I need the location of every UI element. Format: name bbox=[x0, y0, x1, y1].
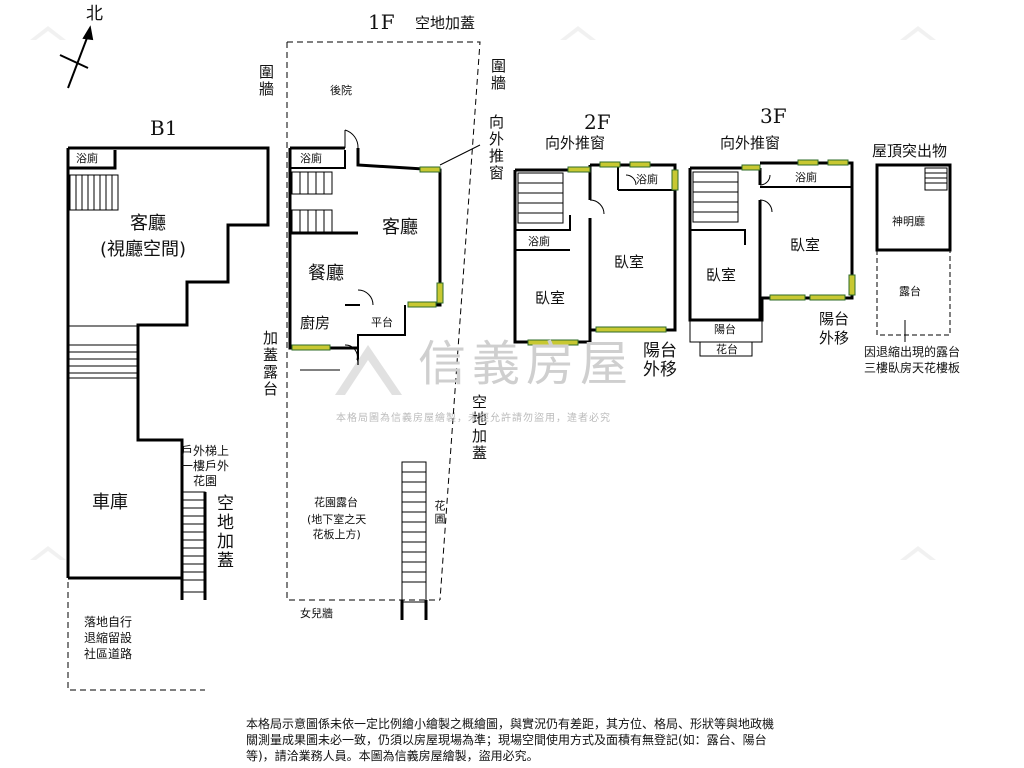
f3-balcony-note: 陽台外移 bbox=[818, 310, 849, 347]
watermark-pattern bbox=[30, 26, 936, 560]
f2-push-window: 向外推窗 bbox=[545, 134, 606, 152]
b1-road-note: 落地自行 退縮留設 社區道路 bbox=[84, 614, 132, 662]
f1-covered-terrace: 加蓋露台 bbox=[261, 330, 279, 398]
watermark-notice: 本格局圖為信義房屋繪製，未經允許請勿盜用，違者必究 bbox=[336, 413, 611, 424]
f1-right-addition: 空地加蓋 bbox=[470, 394, 488, 462]
f1-dining: 餐廳 bbox=[308, 263, 344, 284]
b1-living: 客廳 bbox=[130, 213, 166, 234]
f2-bedroom2: 臥室 bbox=[614, 253, 645, 271]
roof-note-line: 三樓臥房天花樓板 bbox=[864, 361, 961, 375]
b1-bath: 浴廁 bbox=[76, 152, 98, 165]
level-1f: 1F bbox=[368, 10, 395, 34]
b1-stair-note-line: 一樓戶外 bbox=[181, 459, 230, 473]
level-2f: 2F bbox=[584, 110, 611, 134]
f1-platform: 平台 bbox=[371, 316, 393, 329]
f2-balcony-note: 陽台外移 bbox=[643, 341, 677, 380]
f1-garden-terrace-sub-line: (地下室之天 bbox=[307, 513, 367, 526]
f1-bath: 浴廁 bbox=[300, 152, 322, 165]
f1-garden-terrace: 花園露台 bbox=[314, 496, 358, 509]
f3-balcony: 陽台 bbox=[714, 323, 736, 336]
b1-road-note-line: 社區道路 bbox=[84, 647, 133, 661]
f1-wall-right: 圍牆 bbox=[489, 58, 507, 92]
disclaimer-text: 本格局示意圖係未依一定比例繪小繪製之概繪圖，與實況仍有差距，其方位、格局、形狀等… bbox=[246, 717, 775, 763]
f1-backyard: 後院 bbox=[330, 84, 352, 97]
roof-note: 因退縮出現的露台 三樓臥房天花樓板 bbox=[864, 344, 960, 376]
f2-plan bbox=[513, 163, 677, 344]
f1-plan bbox=[286, 41, 481, 620]
f1-push-window: 向外推窗 bbox=[487, 114, 505, 182]
roof-terrace: 露台 bbox=[899, 285, 921, 298]
north-arrow-icon bbox=[59, 25, 94, 89]
f1-parapet: 女兒牆 bbox=[300, 607, 333, 620]
f3-flower-stand: 花台 bbox=[716, 343, 738, 356]
f3-bedroom1: 臥室 bbox=[706, 266, 737, 284]
f1-wall-left: 圍牆 bbox=[257, 64, 275, 98]
b1-road-note-line: 退縮留設 bbox=[84, 631, 133, 645]
b1-plan bbox=[66, 146, 270, 691]
f1-garden-terrace-sub: (地下室之天 花板上方) bbox=[307, 512, 366, 542]
roof-plan bbox=[875, 163, 952, 342]
f2-bath1: 浴廁 bbox=[528, 235, 550, 248]
b1-road-note-line: 落地自行 bbox=[84, 615, 133, 629]
f3-plan bbox=[688, 161, 854, 357]
watermark-brand: 信義房屋 bbox=[418, 336, 635, 392]
b1-living-sub: (視廳空間) bbox=[100, 239, 187, 260]
f2-bath2: 浴廁 bbox=[636, 173, 658, 186]
f1-flower-bed: 花圃 bbox=[433, 500, 446, 526]
roof-note-line: 因退縮出現的露台 bbox=[864, 345, 961, 359]
f3-bedroom2: 臥室 bbox=[790, 236, 821, 254]
f1-garden-terrace-sub-line: 花板上方) bbox=[312, 528, 361, 541]
b1-stair-note-line: 花園 bbox=[193, 474, 218, 488]
f2-windows bbox=[527, 161, 679, 346]
f3-push-window: 向外推窗 bbox=[720, 134, 781, 152]
f1-kitchen: 廚房 bbox=[300, 314, 331, 332]
f2-bedroom1: 臥室 bbox=[535, 289, 566, 307]
b1-stair-note: 戶外梯上 一樓戶外 花園 bbox=[181, 444, 229, 489]
f1-windows bbox=[291, 166, 444, 351]
north-label: 北 bbox=[86, 4, 103, 24]
roof-shrine: 神明廳 bbox=[892, 215, 925, 228]
level-roof: 屋頂突出物 bbox=[872, 142, 948, 160]
brand-logo-icon bbox=[335, 345, 402, 395]
b1-addition: 空地加蓋 bbox=[213, 494, 233, 570]
f3-bath: 浴廁 bbox=[795, 171, 817, 184]
b1-garage: 車庫 bbox=[92, 492, 128, 513]
b1-stair-note-line: 戶外梯上 bbox=[181, 444, 230, 458]
f1-living: 客廳 bbox=[382, 217, 418, 238]
level-b1: B1 bbox=[150, 116, 178, 140]
f1-top-addition: 空地加蓋 bbox=[415, 14, 476, 32]
level-3f: 3F bbox=[760, 104, 787, 128]
f3-windows bbox=[741, 159, 856, 301]
